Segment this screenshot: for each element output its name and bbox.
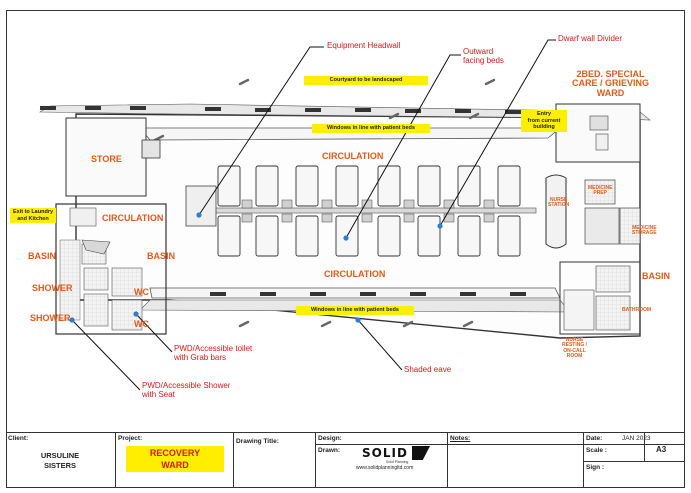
callout-leaders [71, 39, 556, 391]
callout-pwd-toilet: PWD/Accessible toilet with Grab bars [174, 344, 253, 362]
meta-cell: Date: JAN 2023 Scale : A3 Sign : [584, 433, 685, 488]
callout-dwarf-wall: Dwarf wall Divider [558, 34, 623, 43]
scale-label: Scale : [586, 447, 607, 454]
room-special-care: 2BED. SPECIAL CARE / GRIEVING WARD [572, 69, 650, 98]
bottom-windows [210, 292, 526, 296]
date-label: Date: [586, 435, 603, 442]
design-label: Design: [318, 435, 342, 442]
project-cell: Project: RECOVERY WARD [116, 433, 234, 488]
room-shower-1: SHOWER [32, 283, 73, 293]
note-windows-bottom: Windows in line with patient beds [296, 306, 414, 315]
medicine-rooms [584, 179, 641, 245]
special-care-room [555, 103, 641, 163]
room-wc-1: WC [134, 287, 149, 297]
store-room [65, 117, 161, 197]
logo-tagline: Solid Planning [386, 460, 409, 464]
note-exit: Exit to Laundry and Kitchen [10, 208, 56, 223]
design-cell: Design: Drawn: SOLID Solid Planning www.… [316, 433, 448, 488]
room-basin-right: BASIN [642, 271, 671, 281]
logo-url: www.solidplanningltd.com [356, 465, 414, 471]
sheet-size: A3 [656, 445, 667, 454]
beds-top-row [217, 165, 521, 207]
room-shower-2: SHOWER [30, 313, 71, 323]
room-circulation-left: CIRCULATION [102, 213, 164, 223]
nurse-station [545, 174, 567, 249]
drawing-title-label: Drawing Title: [236, 438, 279, 445]
top-eave [38, 103, 651, 141]
beds-bottom-row [217, 215, 521, 257]
room-basin-mid: BASIN [147, 251, 176, 261]
notes-label: Notes: [450, 435, 471, 442]
drawn-label: Drawn: [318, 447, 341, 454]
note-windows-top: Windows in line with patient beds [312, 124, 430, 133]
project-value: RECOVERY WARD [126, 446, 224, 472]
bedside-cabinets [241, 199, 495, 223]
logo-text: SOLID [362, 446, 408, 460]
solid-logo: SOLID Solid Planning www.solidplanninglt… [356, 446, 442, 472]
room-circulation-top: CIRCULATION [322, 151, 384, 161]
sign-label: Sign : [586, 464, 605, 471]
title-block: Client: URSULINE SISTERS Project: RECOVE… [6, 432, 685, 488]
drawing-title-cell: Drawing Title: [234, 433, 316, 488]
callout-dots [69, 212, 443, 323]
callout-shaded-eave: Shaded eave [404, 365, 452, 374]
callout-pwd-shower: PWD/Accessible Shower with Seat [142, 381, 231, 399]
room-bathroom: BATHROOM [622, 307, 652, 313]
note-entry: Entry from current building [521, 110, 567, 132]
project-label: Project: [118, 435, 143, 442]
room-basin-left: BASIN [28, 251, 57, 261]
note-courtyard: Courtyard to be landscaped [304, 76, 428, 85]
date-value: JAN 2023 [622, 435, 651, 442]
client-value: URSULINE SISTERS [40, 451, 80, 470]
left-wet-area [55, 203, 167, 335]
callout-outward-beds: Outward facing beds [463, 47, 504, 65]
logo-mark [412, 446, 430, 460]
room-wc-2: WC [134, 319, 149, 329]
client-label: Client: [8, 435, 29, 442]
room-medicine-prep: MEDICINE PREP [588, 185, 613, 197]
bathroom-rest-rooms [559, 261, 641, 335]
room-store: STORE [91, 154, 122, 164]
drawing-frame [6, 10, 685, 488]
notes-cell: Notes: [448, 433, 584, 488]
headwall-spine [185, 185, 537, 227]
room-circulation-bottom: CIRCULATION [324, 269, 386, 279]
room-nurse-resting: NURSE RESTING / ON-CALL ROOM [562, 337, 588, 359]
callout-equipment-headwall: Equipment Headwall [327, 41, 401, 50]
client-cell: Client: URSULINE SISTERS [6, 433, 116, 488]
room-nurse-station: NURSE STATION [548, 197, 570, 209]
room-medicine-storage: MEDICINE STORAGE [632, 225, 657, 237]
